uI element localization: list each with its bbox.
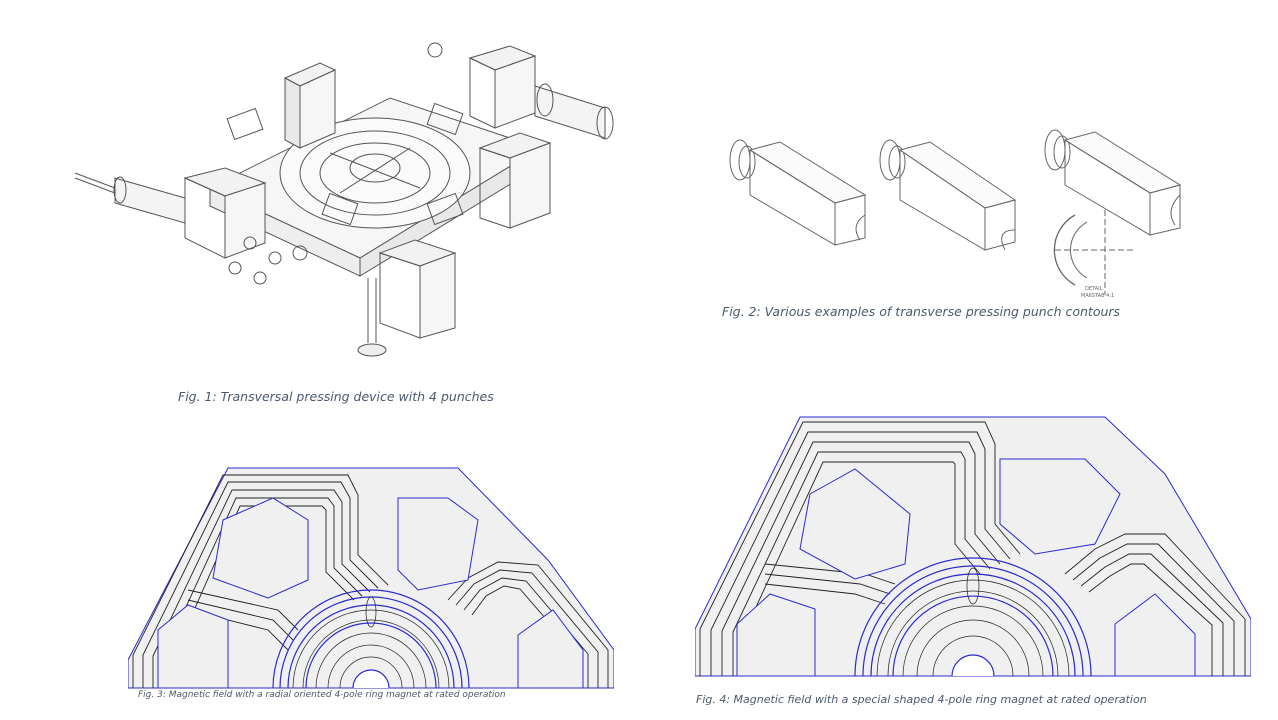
punch-contours-drawing: DETAIL MAßSTAB 4:1 xyxy=(729,129,1182,299)
svg-text:MAßSTAB 4:1: MAßSTAB 4:1 xyxy=(1081,293,1114,299)
figure-2-caption: Fig. 2: Various examples of transverse p… xyxy=(722,304,1121,319)
magnetic-field-special-plot xyxy=(695,416,1251,677)
magnetic-field-radial-plot xyxy=(128,467,614,689)
figure-3-caption: Fig. 3: Magnetic field with a radial ori… xyxy=(138,690,506,700)
figure-4-caption: Fig. 4: Magnetic field with a special sh… xyxy=(696,693,1147,706)
pressing-device-drawing xyxy=(74,42,614,357)
svg-text:DETAIL: DETAIL xyxy=(1085,286,1103,292)
figure-1-caption: Fig. 1: Transversal pressing device with… xyxy=(178,389,494,404)
